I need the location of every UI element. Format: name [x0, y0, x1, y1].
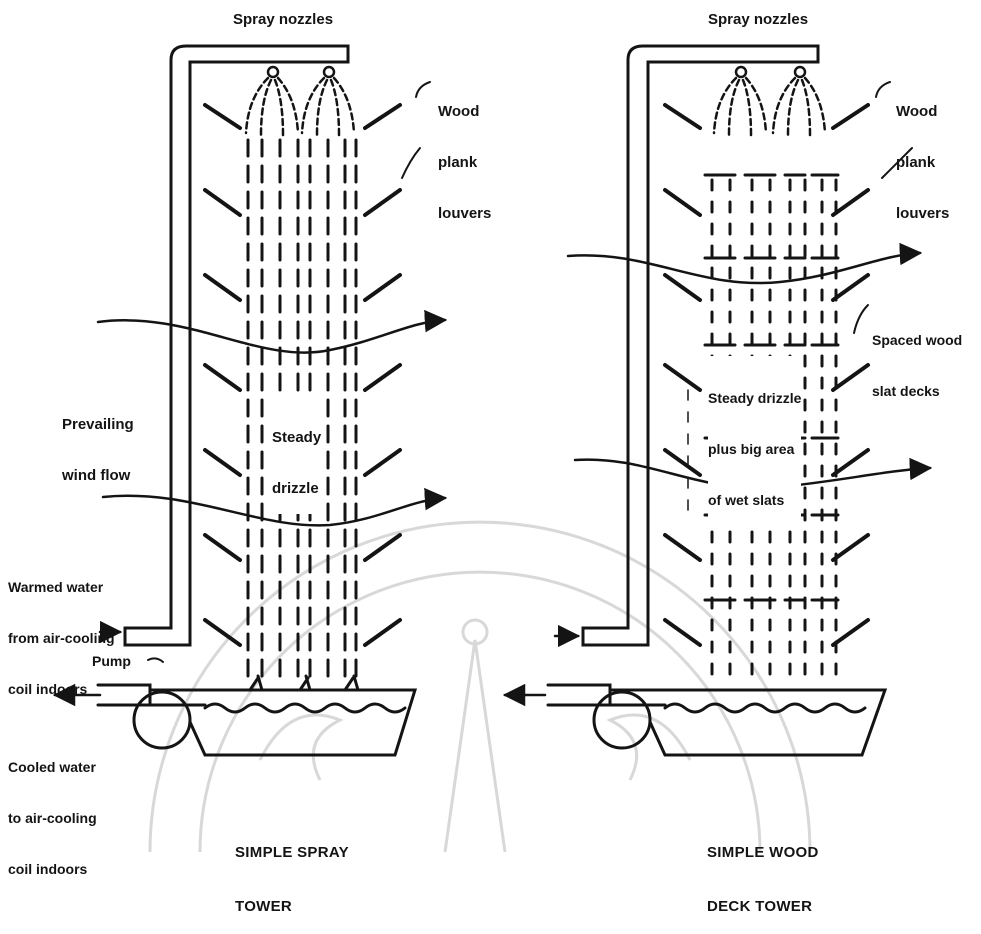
- warmed-water-label-line-2: from air-cooling: [8, 630, 115, 647]
- right-drizzle-label-line-3: of wet slats: [708, 492, 801, 509]
- left-spray-nozzles-label: Spray nozzles: [233, 11, 333, 28]
- left-drizzle-label-line-1: Steady: [272, 429, 321, 446]
- left-louver-label-line-2: plank: [438, 154, 491, 171]
- right-louver-label-line-1: Wood: [896, 103, 949, 120]
- warmed-water-label: Warmed water from air-cooling coil indoo…: [8, 545, 115, 715]
- warmed-water-label-line-1: Warmed water: [8, 579, 115, 596]
- slat-decks-label: Spaced wood slat decks: [872, 298, 962, 417]
- left-spray-nozzles: [246, 67, 354, 135]
- right-spray-nozzles-label: Spray nozzles: [708, 11, 808, 28]
- left-louver-label-line-3: louvers: [438, 205, 491, 222]
- left-louver-label: Wood plank louvers: [438, 69, 491, 239]
- left-louver-label-line-1: Wood: [438, 103, 491, 120]
- left-drizzle-label: Steady drizzle: [272, 395, 321, 514]
- wind-flow-label: Prevailing wind flow: [62, 382, 134, 501]
- left-pump-and-basin: [98, 676, 415, 755]
- deck-tower-caption: SIMPLE WOOD DECK TOWER: [707, 808, 819, 934]
- cooled-water-label-line-3: coil indoors: [8, 861, 97, 878]
- deck-tower-caption-line-1: SIMPLE WOOD: [707, 844, 819, 862]
- cooled-water-label-line-1: Cooled water: [8, 759, 97, 776]
- left-drizzle-label-line-2: drizzle: [272, 480, 321, 497]
- right-louver-label: Wood plank louvers: [896, 69, 949, 239]
- wind-flow-label-line-2: wind flow: [62, 467, 134, 484]
- left-wood-louvers: [205, 105, 400, 645]
- slat-decks-label-line-2: slat decks: [872, 383, 962, 400]
- right-pump-and-basin: [548, 685, 885, 755]
- right-supply-pipe: [583, 46, 818, 645]
- spray-tower-caption-line-1: SIMPLE SPRAY: [235, 844, 349, 862]
- pump-label: Pump: [92, 653, 131, 670]
- right-drizzle-label-line-2: plus big area: [708, 441, 801, 458]
- deck-tower-caption-line-2: DECK TOWER: [707, 898, 819, 916]
- right-drizzle-label-line-1: Steady drizzle: [708, 390, 801, 407]
- warmed-water-label-line-3: coil indoors: [8, 681, 115, 698]
- spray-tower-caption-line-2: TOWER: [235, 898, 349, 916]
- cooled-water-label-line-2: to air-cooling: [8, 810, 97, 827]
- slat-decks-label-line-1: Spaced wood: [872, 332, 962, 349]
- right-louver-label-line-2: plank: [896, 154, 949, 171]
- right-spray-nozzles: [714, 67, 825, 135]
- wind-flow-label-line-1: Prevailing: [62, 416, 134, 433]
- spray-tower-caption: SIMPLE SPRAY TOWER: [235, 808, 349, 934]
- right-louver-label-line-3: louvers: [896, 205, 949, 222]
- right-drizzle-label: Steady drizzle plus big area of wet slat…: [708, 356, 801, 526]
- cooled-water-label: Cooled water to air-cooling coil indoors: [8, 725, 97, 895]
